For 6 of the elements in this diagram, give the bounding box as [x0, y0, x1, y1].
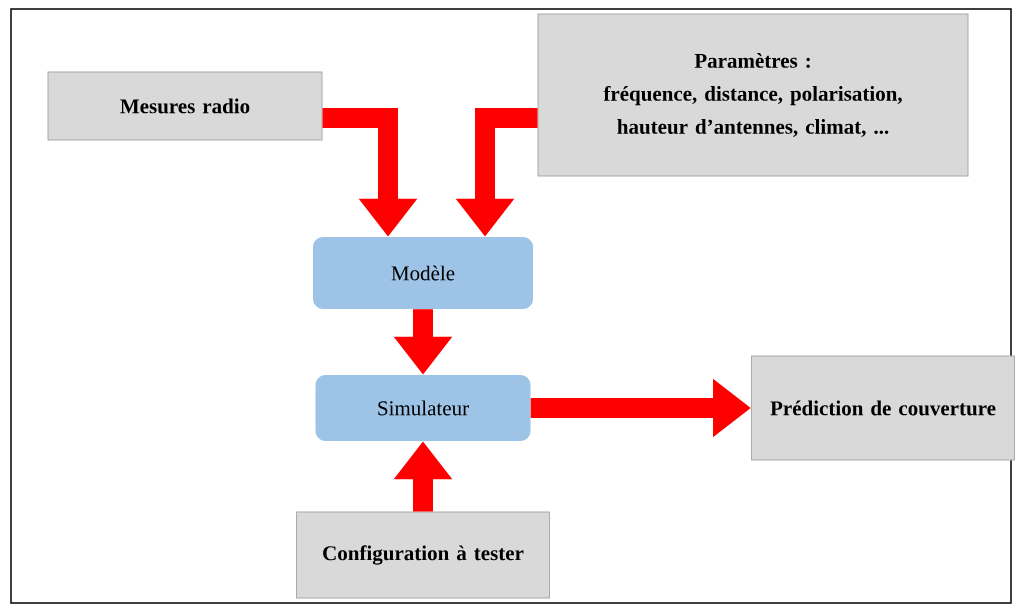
process-box: Paramètres : fréquence, distance, polarisation, hauteur d’antennes, climat, ...	[537, 13, 969, 177]
process-box: Prédiction de couverture	[751, 355, 1015, 461]
process-box: Configuration à tester	[296, 511, 550, 599]
rounded-process-box: Simulateur	[315, 375, 531, 441]
process-box: Mesures radio	[47, 71, 323, 141]
rounded-process-box: Modèle	[313, 237, 533, 309]
